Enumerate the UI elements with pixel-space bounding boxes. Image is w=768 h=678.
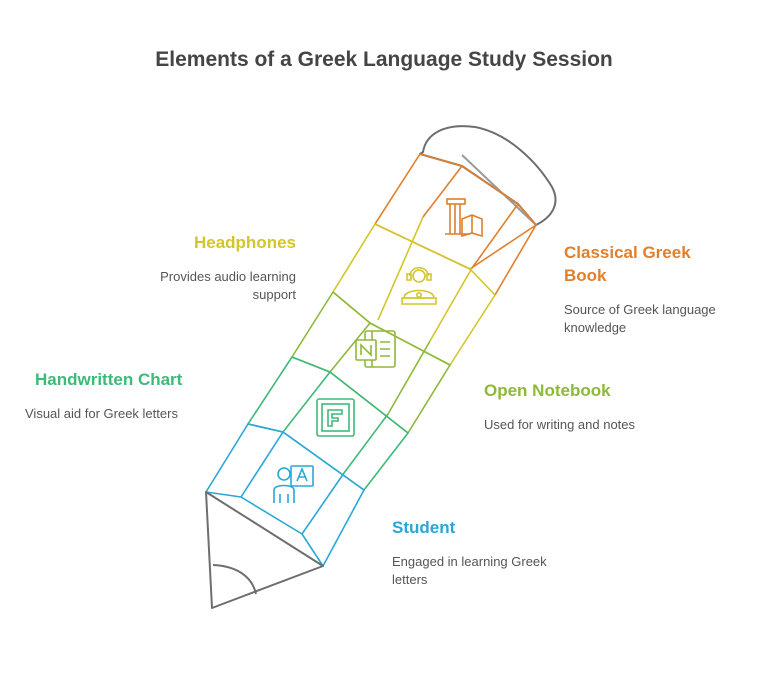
- label-headphones: Headphones Provides audio learning suppo…: [100, 231, 296, 304]
- open-notebook-title: Open Notebook: [484, 381, 611, 400]
- pencil-tip: [205, 491, 324, 609]
- segment-open-notebook: [291, 291, 451, 434]
- chart-board-icon: [316, 398, 355, 437]
- label-handwritten-chart: Handwritten Chart Visual aid for Greek l…: [25, 368, 245, 423]
- student-desc: Engaged in learning Greek letters: [392, 554, 547, 587]
- handwritten-chart-title: Handwritten Chart: [35, 370, 183, 389]
- classical-greek-book-title: Classical Greek Book: [564, 243, 691, 285]
- headset-person-icon: [401, 266, 437, 305]
- label-student: Student Engaged in learning Greek letter…: [392, 516, 612, 589]
- headphones-desc: Provides audio learning support: [160, 269, 296, 302]
- headphones-title: Headphones: [193, 233, 296, 252]
- label-open-notebook: Open Notebook Used for writing and notes: [484, 379, 724, 434]
- pencil-eraser: [419, 125, 557, 226]
- handwritten-chart-desc: Visual aid for Greek letters: [25, 406, 178, 421]
- student-icon: [273, 465, 314, 503]
- open-notebook-desc: Used for writing and notes: [484, 417, 636, 432]
- page-title: Elements of a Greek Language Study Sessi…: [155, 48, 613, 71]
- label-classical-greek-book: Classical Greek Book Source of Greek lan…: [564, 241, 754, 337]
- classical-greek-book-desc: Source of Greek language knowledge: [564, 302, 716, 335]
- student-title: Student: [392, 518, 456, 537]
- notebook-icon: [355, 330, 396, 368]
- segment-student: [205, 423, 365, 567]
- pillar-book-icon: [445, 198, 483, 238]
